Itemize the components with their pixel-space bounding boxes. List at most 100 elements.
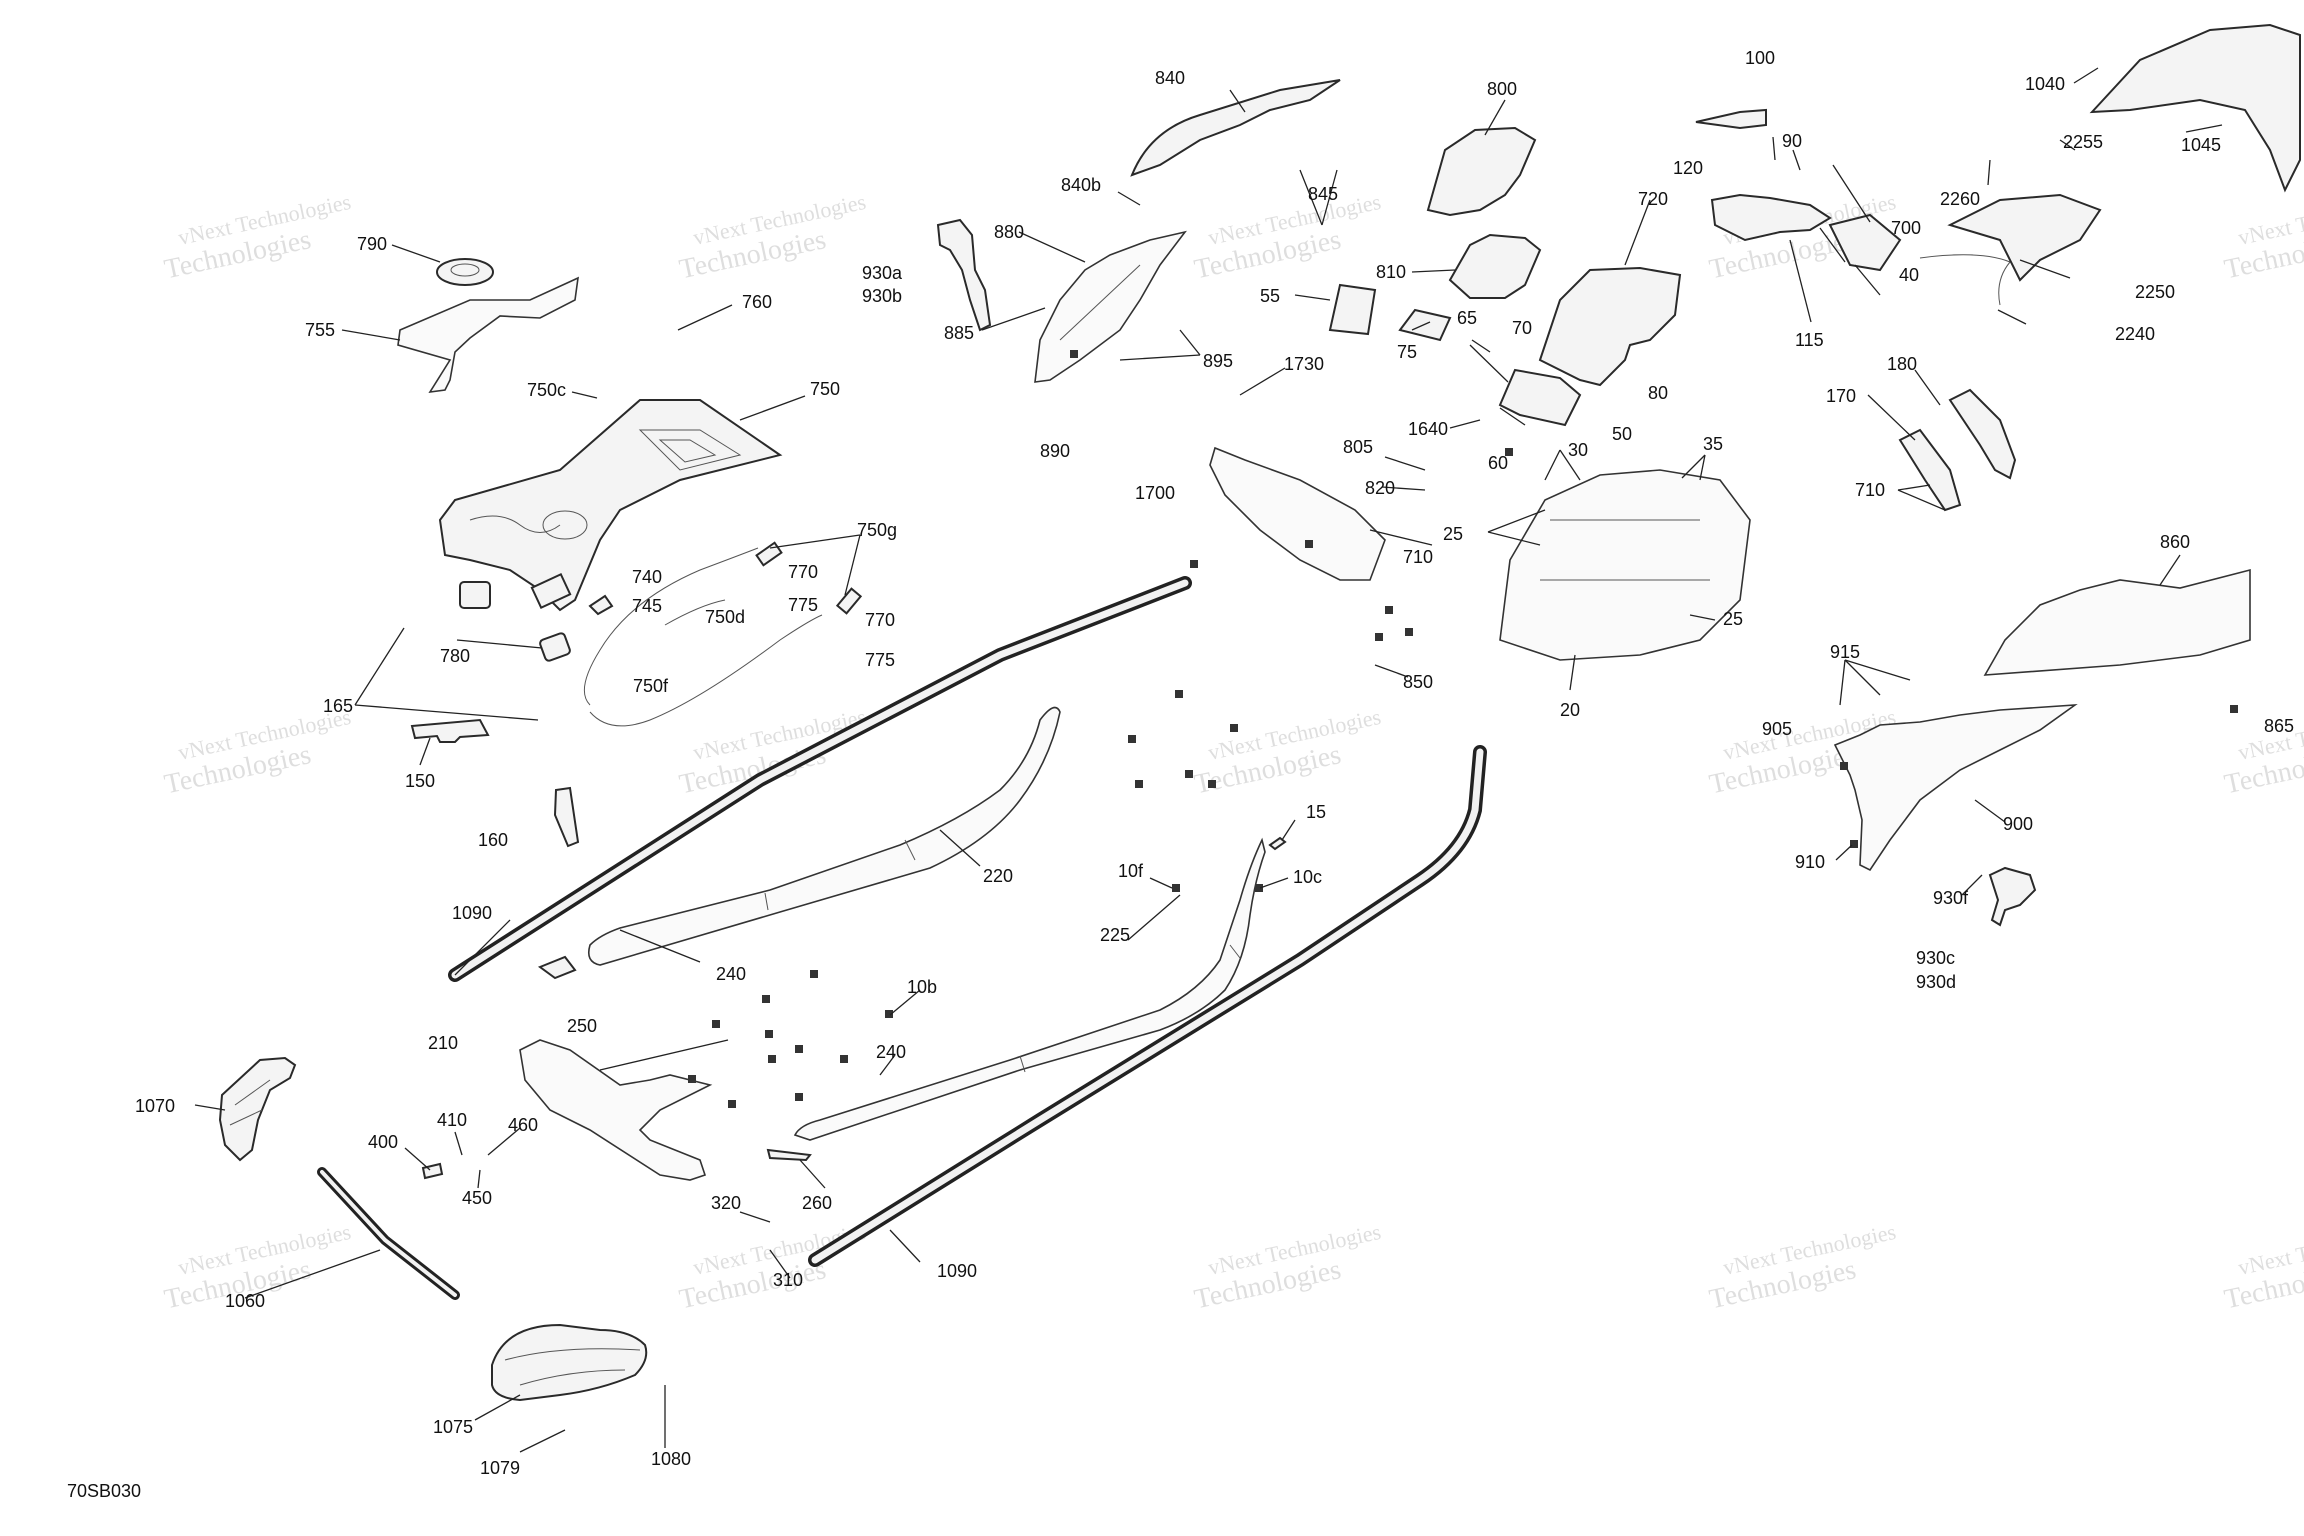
part-740-clip[interactable] xyxy=(588,594,614,616)
callout-150[interactable]: 150 xyxy=(405,771,435,791)
callout-15[interactable]: 15 xyxy=(1306,802,1326,822)
callout-170[interactable]: 170 xyxy=(1826,386,1856,406)
callout-890[interactable]: 890 xyxy=(1040,441,1070,461)
callout-1090-b[interactable]: 1090 xyxy=(937,1261,977,1281)
callout-750c[interactable]: 750c xyxy=(527,380,566,400)
callout-25-a[interactable]: 25 xyxy=(1443,524,1463,544)
callout-750d[interactable]: 750d xyxy=(705,607,745,627)
part-810-ring[interactable] xyxy=(1448,233,1542,299)
part-20-housing[interactable] xyxy=(1499,469,1751,661)
callout-10c[interactable]: 10c xyxy=(1293,867,1322,887)
callout-2255[interactable]: 2255 xyxy=(2063,132,2103,152)
callout-20[interactable]: 20 xyxy=(1560,700,1580,720)
callout-755[interactable]: 755 xyxy=(305,320,335,340)
part-840-cowl[interactable] xyxy=(1130,79,1341,177)
callout-210[interactable]: 210 xyxy=(428,1033,458,1053)
callout-2240[interactable]: 2240 xyxy=(2115,324,2155,344)
callout-240-a[interactable]: 240 xyxy=(716,964,746,984)
callout-10f[interactable]: 10f xyxy=(1118,861,1144,881)
part-160-tab[interactable] xyxy=(553,786,580,848)
part-220-240-panel[interactable] xyxy=(587,706,1061,966)
part-1040-windscreen[interactable] xyxy=(2089,23,2301,193)
callout-160[interactable]: 160 xyxy=(478,830,508,850)
part-250-cover[interactable] xyxy=(537,955,577,980)
callout-1640[interactable]: 1640 xyxy=(1408,419,1448,439)
part-2240-rail[interactable] xyxy=(1919,254,2011,306)
callout-820[interactable]: 820 xyxy=(1365,478,1395,498)
callout-770-b[interactable]: 770 xyxy=(865,610,895,630)
callout-70[interactable]: 70 xyxy=(1512,318,1532,338)
callout-720[interactable]: 720 xyxy=(1638,189,1668,209)
part-15[interactable] xyxy=(1268,836,1287,851)
callout-40[interactable]: 40 xyxy=(1899,265,1919,285)
callout-80[interactable]: 80 xyxy=(1648,383,1668,403)
callout-750[interactable]: 750 xyxy=(810,379,840,399)
part-80-console[interactable] xyxy=(1538,266,1682,387)
callout-775-b[interactable]: 775 xyxy=(865,650,895,670)
callout-1090-a[interactable]: 1090 xyxy=(452,903,492,923)
callout-710-b[interactable]: 710 xyxy=(1855,480,1885,500)
callout-90[interactable]: 90 xyxy=(1782,131,1802,151)
callout-840b[interactable]: 840b xyxy=(1061,175,1101,195)
part-1075-bumper[interactable] xyxy=(491,1323,648,1402)
callout-1080[interactable]: 1080 xyxy=(651,1449,691,1469)
part-930c-bracket[interactable] xyxy=(1988,866,2037,927)
callout-905[interactable]: 905 xyxy=(1762,719,1792,739)
callout-165[interactable]: 165 xyxy=(323,696,353,716)
part-210-panel[interactable] xyxy=(519,1039,713,1181)
callout-845[interactable]: 845 xyxy=(1308,184,1338,204)
part-225-240-panel[interactable] xyxy=(793,837,1266,1141)
callout-1075[interactable]: 1075 xyxy=(433,1417,473,1437)
callout-810[interactable]: 810 xyxy=(1376,262,1406,282)
callout-930a[interactable]: 930a xyxy=(862,263,903,283)
part-790-cap[interactable] xyxy=(436,258,494,286)
part-115-bar[interactable] xyxy=(1710,193,1832,242)
callout-320[interactable]: 320 xyxy=(711,1193,741,1213)
part-860-panel[interactable] xyxy=(1983,568,2251,676)
callout-1045[interactable]: 1045 xyxy=(2181,135,2221,155)
callout-60[interactable]: 60 xyxy=(1488,453,1508,473)
callout-770-a[interactable]: 770 xyxy=(788,562,818,582)
callout-790[interactable]: 790 xyxy=(357,234,387,254)
part-1090-trim-right[interactable] xyxy=(808,745,1487,1267)
part-755-mat[interactable] xyxy=(397,276,579,394)
part-100-cap[interactable] xyxy=(1695,108,1767,130)
callout-2260[interactable]: 2260 xyxy=(1940,189,1980,209)
callout-760[interactable]: 760 xyxy=(742,292,772,312)
callout-115[interactable]: 115 xyxy=(1795,330,1824,350)
callout-805[interactable]: 805 xyxy=(1343,437,1373,457)
callout-740[interactable]: 740 xyxy=(632,567,662,587)
callout-55[interactable]: 55 xyxy=(1260,286,1280,306)
part-880-panel[interactable] xyxy=(1034,230,1187,383)
callout-1079[interactable]: 1079 xyxy=(480,1458,520,1478)
part-780-latch-b[interactable] xyxy=(539,632,571,662)
part-65-glass[interactable] xyxy=(1398,308,1452,342)
callout-780[interactable]: 780 xyxy=(440,646,470,666)
callout-120[interactable]: 120 xyxy=(1673,158,1703,178)
part-930a-bracket[interactable] xyxy=(936,218,992,332)
callout-895[interactable]: 895 xyxy=(1203,351,1233,371)
callout-700[interactable]: 700 xyxy=(1891,218,1921,238)
callout-930c[interactable]: 930c xyxy=(1916,948,1955,968)
callout-1700[interactable]: 1700 xyxy=(1135,483,1175,503)
callout-850[interactable]: 850 xyxy=(1403,672,1433,692)
callout-310[interactable]: 310 xyxy=(773,1270,803,1290)
part-50-housing[interactable] xyxy=(1498,368,1582,427)
part-1700-panel[interactable] xyxy=(1209,446,1386,581)
callout-460[interactable]: 460 xyxy=(508,1115,538,1135)
part-55-display[interactable] xyxy=(1328,283,1377,336)
callout-745[interactable]: 745 xyxy=(632,596,662,616)
callout-900[interactable]: 900 xyxy=(2003,814,2033,834)
callout-400[interactable]: 400 xyxy=(368,1132,398,1152)
part-750f-seal[interactable] xyxy=(583,547,759,706)
callout-250[interactable]: 250 xyxy=(567,1016,597,1036)
callout-35[interactable]: 35 xyxy=(1703,434,1723,454)
callout-1060[interactable]: 1060 xyxy=(225,1291,265,1311)
callout-10b[interactable]: 10b xyxy=(907,977,937,997)
part-750d-seal[interactable] xyxy=(589,614,823,727)
callout-25-b[interactable]: 25 xyxy=(1723,609,1743,629)
part-700-light[interactable] xyxy=(1828,213,1902,272)
callout-30[interactable]: 30 xyxy=(1568,440,1588,460)
callout-885[interactable]: 885 xyxy=(944,323,974,343)
callout-880[interactable]: 880 xyxy=(994,222,1024,242)
